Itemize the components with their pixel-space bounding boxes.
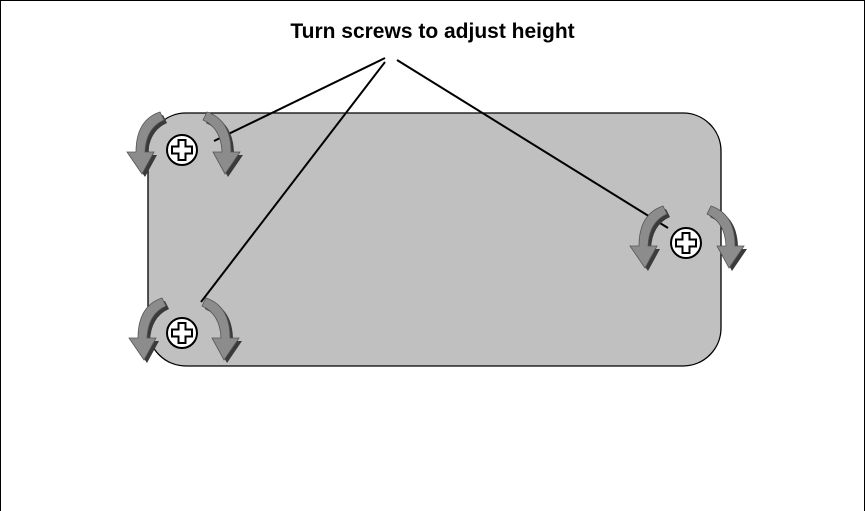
screw-head-icon (670, 227, 702, 259)
mounting-plate (147, 112, 722, 367)
diagram-caption: Turn screws to adjust height (290, 20, 575, 43)
screw-head-icon (166, 317, 198, 349)
leader-line-right (396, 59, 669, 229)
screw-head-icon (166, 134, 198, 166)
leader-line-top-left (213, 57, 386, 142)
leader-lines (200, 57, 669, 303)
leader-line-bottom-left (200, 61, 386, 303)
